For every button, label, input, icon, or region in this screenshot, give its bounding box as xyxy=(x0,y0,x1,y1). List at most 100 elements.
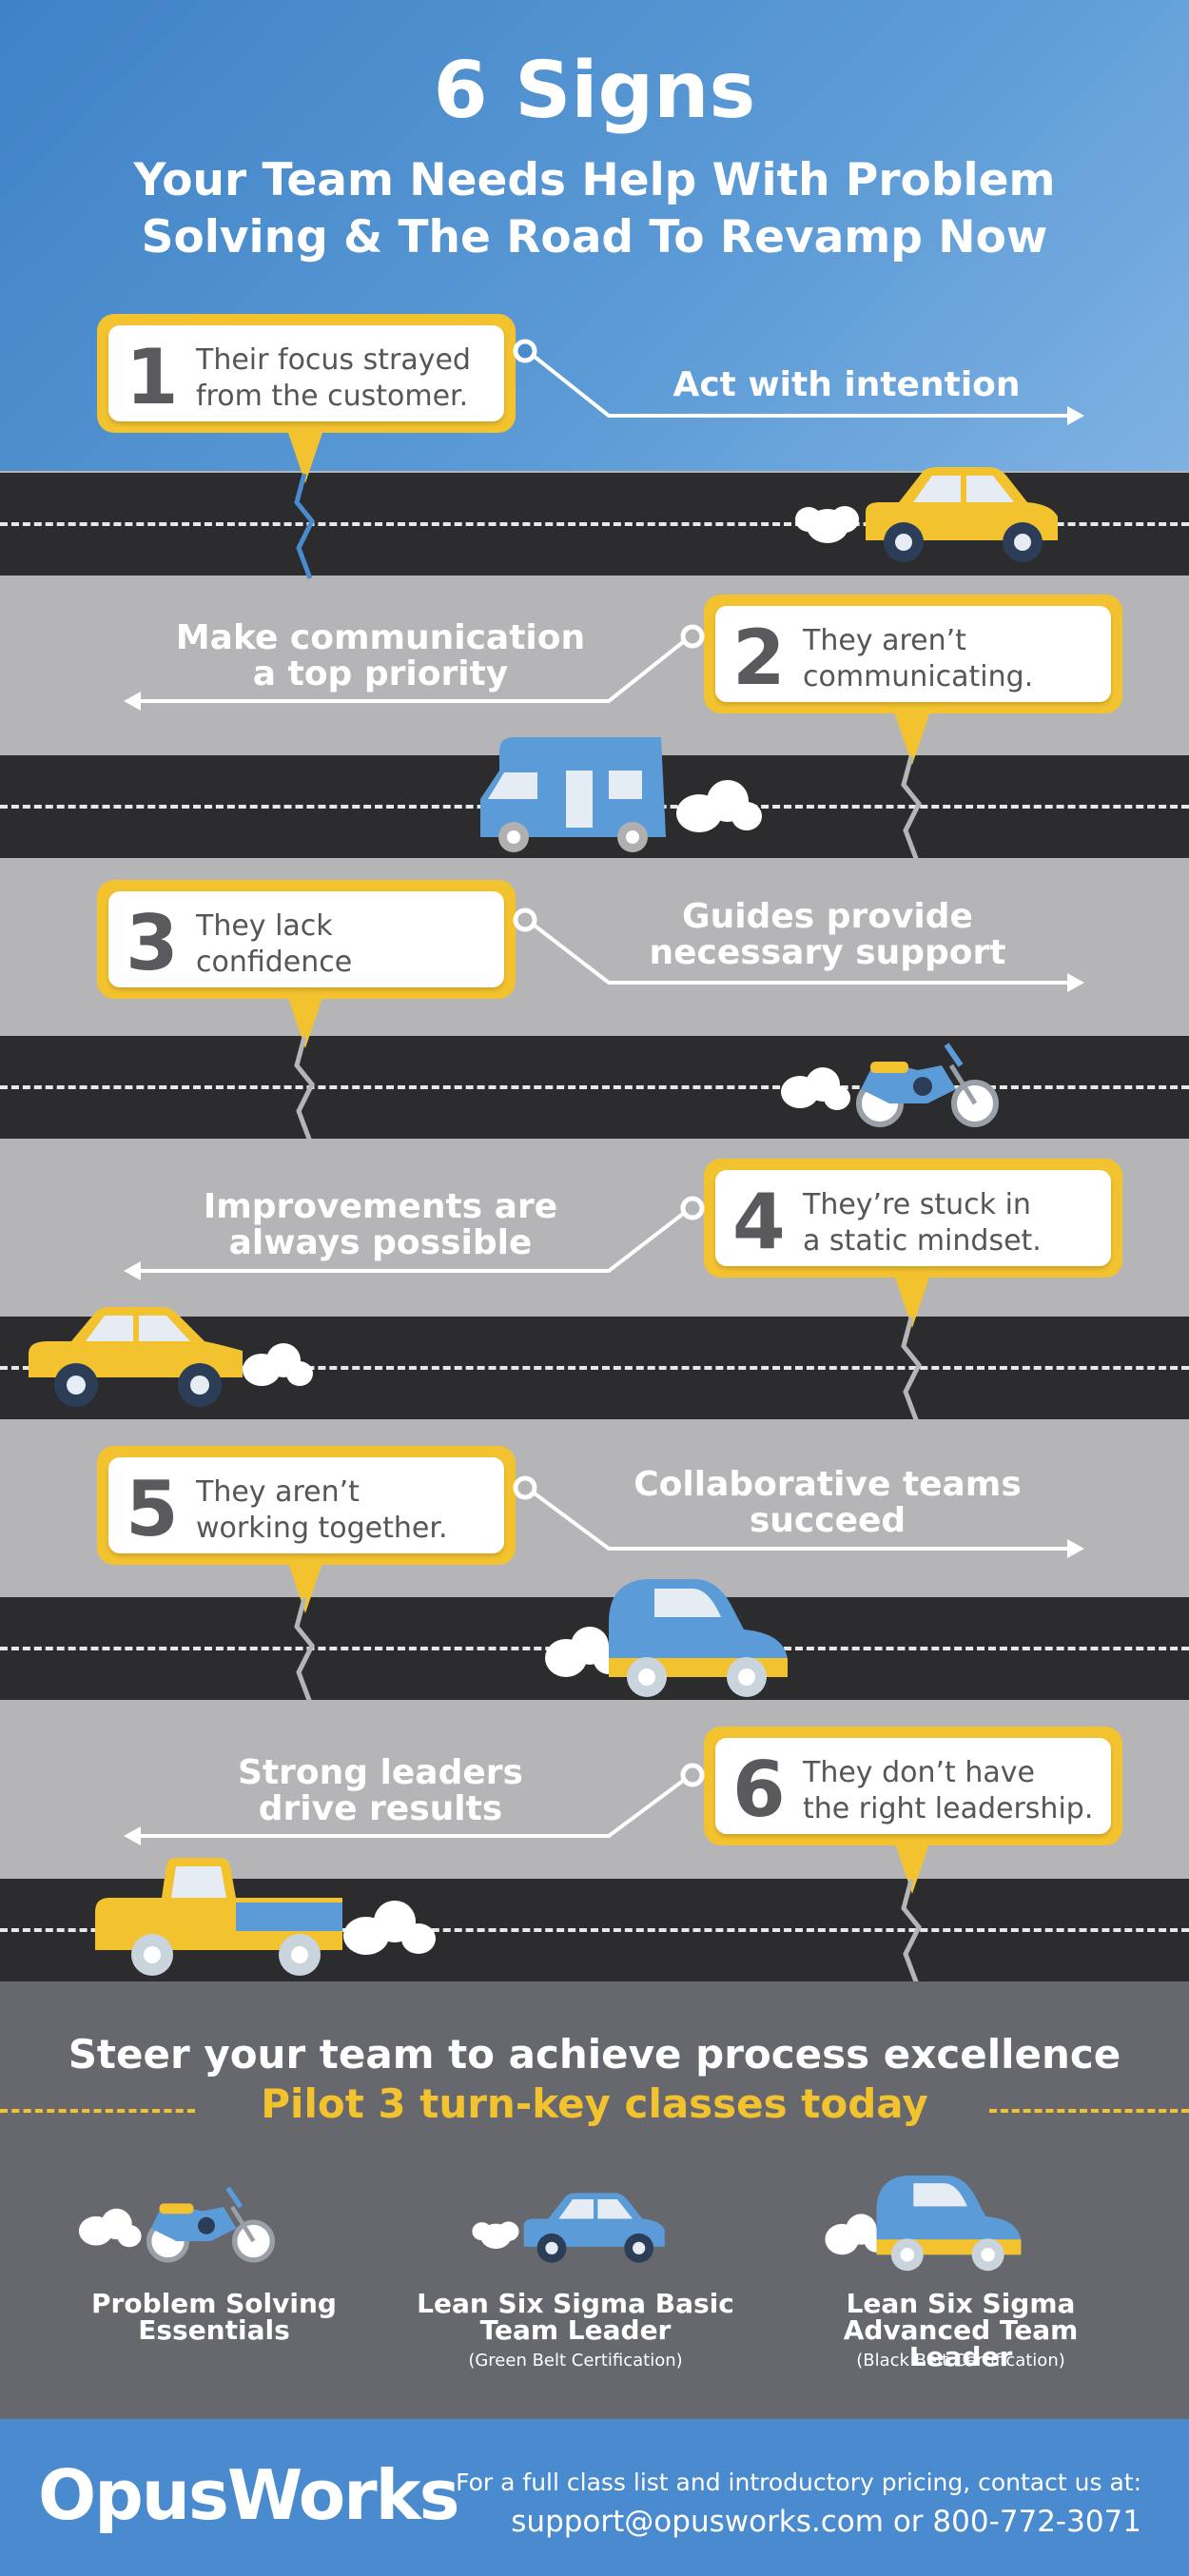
sign-text-line-1: They aren’t xyxy=(803,624,966,657)
subtitle-line-2: Solving & The Road To Revamp Now xyxy=(141,211,1048,263)
road-crack-icon xyxy=(294,1597,315,1704)
sign-number: 5 xyxy=(126,1465,179,1553)
arrow-connector xyxy=(513,339,1084,425)
arrow-connector xyxy=(513,907,1084,992)
sign-4-action: Improvements are always possible xyxy=(162,1189,599,1261)
sign-text-line-2: the right leadership. xyxy=(803,1792,1094,1825)
action-line-2: always possible xyxy=(228,1223,533,1262)
dashed-divider xyxy=(0,2109,195,2113)
road-crack-icon xyxy=(901,755,922,862)
sign-number: 3 xyxy=(126,899,179,987)
callout-card: 6 They don’t have the right leadership. xyxy=(715,1738,1111,1834)
dashed-divider xyxy=(989,2109,1189,2113)
yellow-car-icon xyxy=(29,1307,313,1407)
sign-number: 6 xyxy=(732,1746,786,1834)
contact-details[interactable]: support@opusworks.com or 800-772-3071 xyxy=(511,2505,1141,2539)
lane-divider xyxy=(0,1928,1189,1932)
callout-pointer xyxy=(287,1560,323,1613)
class-2-label: Lean Six Sigma Basic Team Leader xyxy=(404,2291,747,2344)
sign-1-action: Act with intention xyxy=(647,367,1046,403)
contact-intro: For a full class list and introductory p… xyxy=(456,2469,1141,2496)
sign-2-callout: 2 They aren’t communicating. xyxy=(704,595,1122,713)
lane-divider xyxy=(0,1366,1189,1370)
sign-number: 1 xyxy=(126,333,179,421)
sign-5-callout: 5 They aren’t working together. xyxy=(97,1446,516,1565)
blue-hatchback-icon xyxy=(545,1579,788,1697)
cta-section: Steer your team to achieve process excel… xyxy=(0,1981,1189,2419)
class-label-line-1: Problem Solving xyxy=(91,2288,337,2319)
sign-text: They aren’t working together. xyxy=(196,1474,500,1547)
arrow-connector xyxy=(124,624,705,711)
yellow-car-icon xyxy=(795,467,1058,562)
arrow-connector xyxy=(124,1763,705,1845)
sign-text-line-1: Their focus strayed xyxy=(196,343,471,377)
motorcycle-icon xyxy=(781,1043,999,1127)
action-line-2: a top priority xyxy=(252,654,509,693)
action-line-1: Strong leaders xyxy=(238,1753,523,1792)
action-line-1: Act with intention xyxy=(672,365,1021,404)
sign-number: 4 xyxy=(732,1178,786,1266)
sign-text-line-1: They aren’t xyxy=(196,1475,360,1509)
sign-text-line-2: working together. xyxy=(196,1512,448,1545)
callout-card: 4 They’re stuck in a static mindset. xyxy=(715,1170,1111,1266)
sign-5-action: Collaborative teams succeed xyxy=(609,1467,1046,1539)
sign-text-line-1: They lack xyxy=(196,909,333,943)
action-line-2: succeed xyxy=(749,1501,906,1540)
sign-text: They don’t have the right leadership. xyxy=(803,1755,1126,1827)
road-crack-icon xyxy=(294,1036,315,1142)
lane-divider xyxy=(0,522,1189,526)
sign-text: They lack confidence xyxy=(196,908,500,981)
road-crack-icon xyxy=(901,1317,922,1423)
sign-1-callout: 1 Their focus strayed from the customer. xyxy=(97,314,516,433)
callout-card: 1 Their focus strayed from the customer. xyxy=(108,325,504,421)
action-line-1: Collaborative teams xyxy=(633,1465,1022,1504)
class-label-line-2: Advanced Team Leader xyxy=(843,2314,1079,2372)
action-line-2: necessary support xyxy=(649,933,1006,972)
class-1-label: Problem Solving Essentials xyxy=(43,2291,385,2344)
action-line-2: drive results xyxy=(258,1789,503,1828)
callout-card: 5 They aren’t working together. xyxy=(108,1457,504,1553)
opusworks-logo: OpusWorks xyxy=(38,2455,459,2535)
sign-3-action: Guides provide necessary support xyxy=(609,899,1046,971)
sign-3-callout: 3 They lack confidence xyxy=(97,880,516,999)
page-title: 6 Signs xyxy=(433,46,756,136)
camper-van-icon xyxy=(480,737,762,852)
sign-text-line-2: confidence xyxy=(196,946,353,979)
class-label-line-2: Essentials xyxy=(138,2314,290,2346)
road-crack-icon xyxy=(901,1879,922,1985)
arrow-connector xyxy=(124,1196,705,1280)
class-label-line-1: Lean Six Sigma Basic xyxy=(417,2288,734,2319)
cta-subheading: Pilot 3 turn-key classes today xyxy=(261,2080,928,2127)
page-subtitle: Your Team Needs Help With Problem Solvin… xyxy=(76,152,1113,266)
arrow-connector xyxy=(513,1475,1084,1558)
callout-card: 3 They lack confidence xyxy=(108,891,504,987)
sign-6-action: Strong leaders drive results xyxy=(162,1755,599,1827)
cta-heading: Steer your team to achieve process excel… xyxy=(68,2031,1121,2078)
class-2-certification: (Green Belt Certification) xyxy=(468,2351,683,2371)
callout-pointer xyxy=(894,712,930,765)
pickup-truck-icon xyxy=(95,1858,436,1976)
class-3-label: Lean Six Sigma Advanced Team Leader xyxy=(789,2291,1132,2371)
callout-card: 2 They aren’t communicating. xyxy=(715,606,1111,702)
sign-4-callout: 4 They’re stuck in a static mindset. xyxy=(704,1159,1122,1278)
sign-6-callout: 6 They don’t have the right leadership. xyxy=(704,1727,1122,1845)
sign-text: They aren’t communicating. xyxy=(803,623,1107,695)
sign-text-line-2: from the customer. xyxy=(196,380,469,413)
blue-hatchback-icon xyxy=(825,2176,1022,2272)
sign-text: Their focus strayed from the customer. xyxy=(196,342,500,415)
lane-divider xyxy=(0,1085,1189,1089)
subtitle-line-1: Your Team Needs Help With Problem xyxy=(133,154,1056,206)
blue-car-icon xyxy=(472,2193,665,2263)
action-line-1: Improvements are xyxy=(203,1187,558,1226)
class-label-line-1: Lean Six Sigma xyxy=(846,2288,1076,2319)
sign-number: 2 xyxy=(732,614,786,702)
road-crack-icon xyxy=(294,473,315,579)
sign-text-line-2: communicating. xyxy=(803,660,1034,693)
action-line-1: Guides provide xyxy=(682,897,973,936)
sign-text-line-2: a static mindset. xyxy=(803,1224,1042,1258)
sign-text-line-1: They don’t have xyxy=(803,1756,1035,1789)
motorcycle-icon xyxy=(78,2186,275,2263)
class-label-line-2: Team Leader xyxy=(479,2314,672,2346)
sign-text-line-1: They’re stuck in xyxy=(803,1188,1031,1221)
